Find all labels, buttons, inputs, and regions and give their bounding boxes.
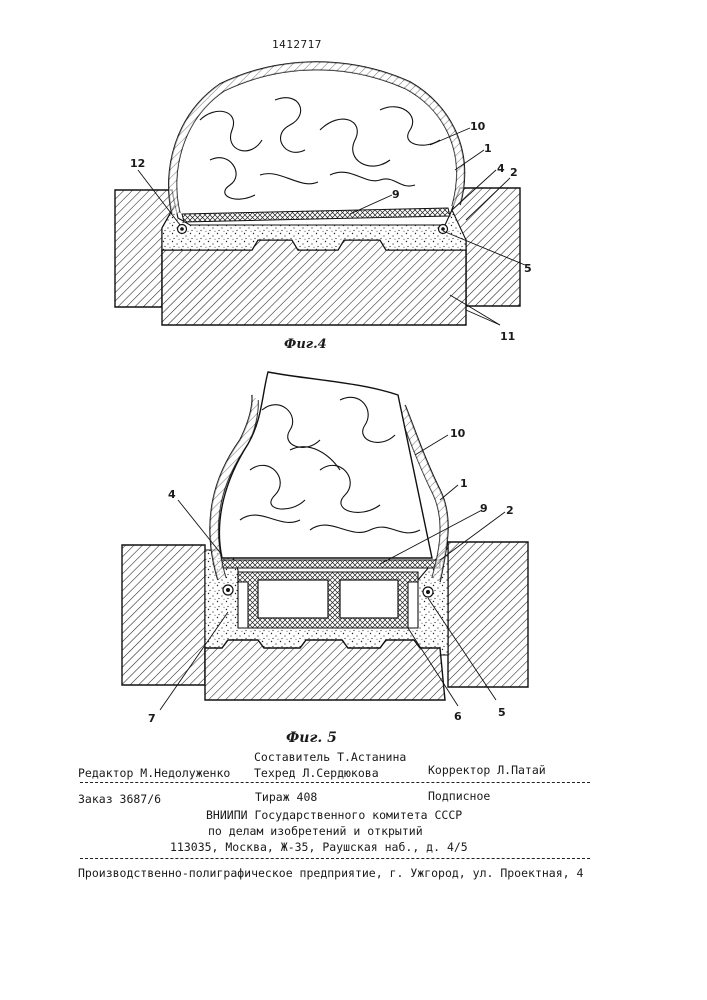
imprint-corrector: Корректор Л.Патай [428, 763, 546, 777]
imprint-circulation: Тираж 408 [255, 790, 317, 804]
imprint-compiler: Составитель Т.Астанина [254, 750, 406, 764]
fig4-label-2: 2 [510, 166, 518, 179]
fig5-left-block [122, 545, 205, 685]
fig5-left-bead-core [226, 588, 230, 592]
fig4-label-5: 5 [524, 262, 532, 275]
patent-figures: 12 10 1 4 2 9 5 11 Фиг.4 [0, 0, 707, 760]
fig4-label-11: 11 [500, 330, 515, 343]
fig5-label-1: 1 [460, 477, 468, 490]
figure-4: 12 10 1 4 2 9 5 11 Фиг.4 [115, 62, 532, 352]
imprint-tech-editor: Техред Л.Сердюкова [254, 766, 379, 780]
fig5-label-2: 2 [506, 504, 514, 517]
fig5-bottom-die [205, 640, 445, 700]
fig5-label-5: 5 [498, 706, 506, 719]
imprint-rule-bottom [80, 858, 590, 859]
fig5-last-outline [219, 372, 432, 558]
fig4-caption: Фиг.4 [284, 337, 327, 352]
fig5-right-bead-core [426, 590, 430, 594]
fig4-last-texture [200, 98, 440, 199]
fig4-insole-layer [182, 208, 450, 222]
imprint-org-address: 113035, Москва, Ж-35, Раушская наб., д. … [170, 840, 468, 854]
fig4-upper-hatch [169, 62, 465, 214]
fig4-left-bead-core [180, 227, 184, 231]
imprint-printer: Производственно-полиграфическое предприя… [78, 866, 583, 880]
fig5-insole-layer [222, 560, 440, 568]
imprint-org-line2: по делам изобретений и открытий [208, 824, 423, 838]
fig4-label-12: 12 [130, 157, 145, 170]
imprint-editor: Редактор М.Недолуженко [78, 766, 230, 780]
fig5-caption: Фиг. 5 [286, 730, 337, 746]
figure-5: 10 1 4 9 2 7 6 5 Фиг. 5 [122, 372, 528, 746]
imprint-rule-top [80, 782, 590, 783]
fig4-label-10: 10 [470, 120, 486, 133]
fig5-cavity-left [258, 580, 328, 618]
imprint-order: Заказ 3687/6 [78, 792, 161, 806]
fig5-label-9: 9 [480, 502, 488, 515]
fig4-right-bead-core [441, 227, 445, 231]
fig5-label-4: 4 [168, 488, 176, 501]
fig4-label-4: 4 [497, 162, 505, 175]
fig5-label-6: 6 [454, 710, 462, 723]
imprint-org-line1: ВНИИПИ Государственного комитета СССР [206, 808, 462, 822]
imprint-subscription: Подписное [428, 789, 490, 803]
fig4-upper-outer [169, 62, 465, 214]
fig5-label-10: 10 [450, 427, 466, 440]
fig5-label-7: 7 [148, 712, 156, 725]
fig4-bottom-die [162, 240, 466, 325]
fig5-right-block [448, 542, 528, 687]
fig4-label-1: 1 [484, 142, 492, 155]
fig5-cavity-right [340, 580, 398, 618]
fig4-label-9: 9 [392, 188, 400, 201]
